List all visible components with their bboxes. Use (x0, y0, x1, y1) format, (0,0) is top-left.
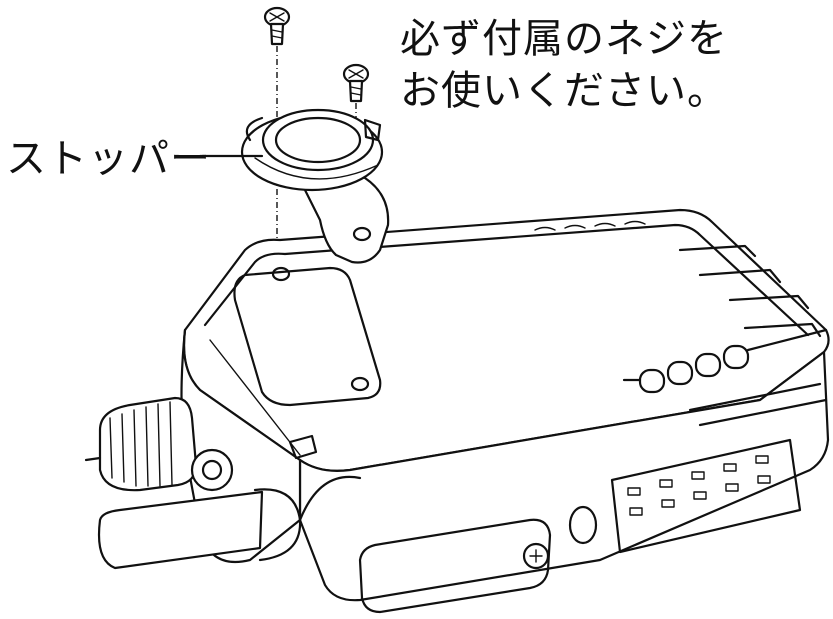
antenna (97, 488, 302, 570)
stopper-part (240, 108, 390, 264)
screw-icon (263, 6, 291, 46)
led-pills (622, 328, 828, 427)
volume-knob (84, 396, 234, 492)
screw-icon (342, 63, 370, 103)
screw-note-line1: 必ず付属のネジを (400, 16, 728, 62)
radio-body (84, 208, 830, 614)
stopper-label: ストッパー (6, 136, 211, 182)
keypad (610, 438, 802, 554)
screw-note-line2: お使いください。 (400, 68, 728, 114)
